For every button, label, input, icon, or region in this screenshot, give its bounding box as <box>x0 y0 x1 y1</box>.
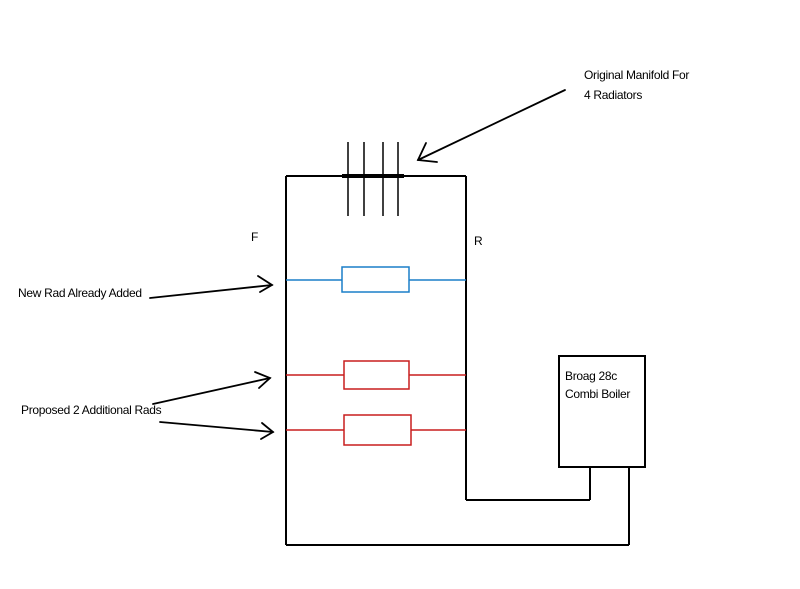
flow-label: F <box>251 230 258 244</box>
original-manifold <box>342 142 404 216</box>
proposed-radiator-2-group <box>286 414 466 446</box>
new-rad-arrow <box>149 275 274 299</box>
pipe-circuit <box>285 175 630 546</box>
return-label: R <box>474 234 483 248</box>
existing-radiator <box>341 266 410 293</box>
proposed-radiator-1-group <box>286 360 466 390</box>
manifold-label-line1: Original Manifold For <box>584 68 689 82</box>
proposed-arrow-2 <box>159 421 275 440</box>
boiler-label-line2: Combi Boiler <box>565 387 630 401</box>
proposed-label: Proposed 2 Additional Rads <box>21 403 162 417</box>
manifold-label-line2: 4 Radiators <box>584 88 642 102</box>
manifold-arrow <box>416 89 566 163</box>
proposed-arrow-1 <box>152 371 272 405</box>
proposed-radiator-1 <box>343 360 410 390</box>
proposed-radiator-2 <box>343 414 412 446</box>
new-radiator-existing <box>286 266 466 293</box>
annotation-arrows <box>149 89 566 440</box>
new-rad-label: New Rad Already Added <box>18 286 142 300</box>
combi-boiler-box <box>558 355 646 468</box>
boiler-label-line1: Broag 28c <box>565 369 617 383</box>
